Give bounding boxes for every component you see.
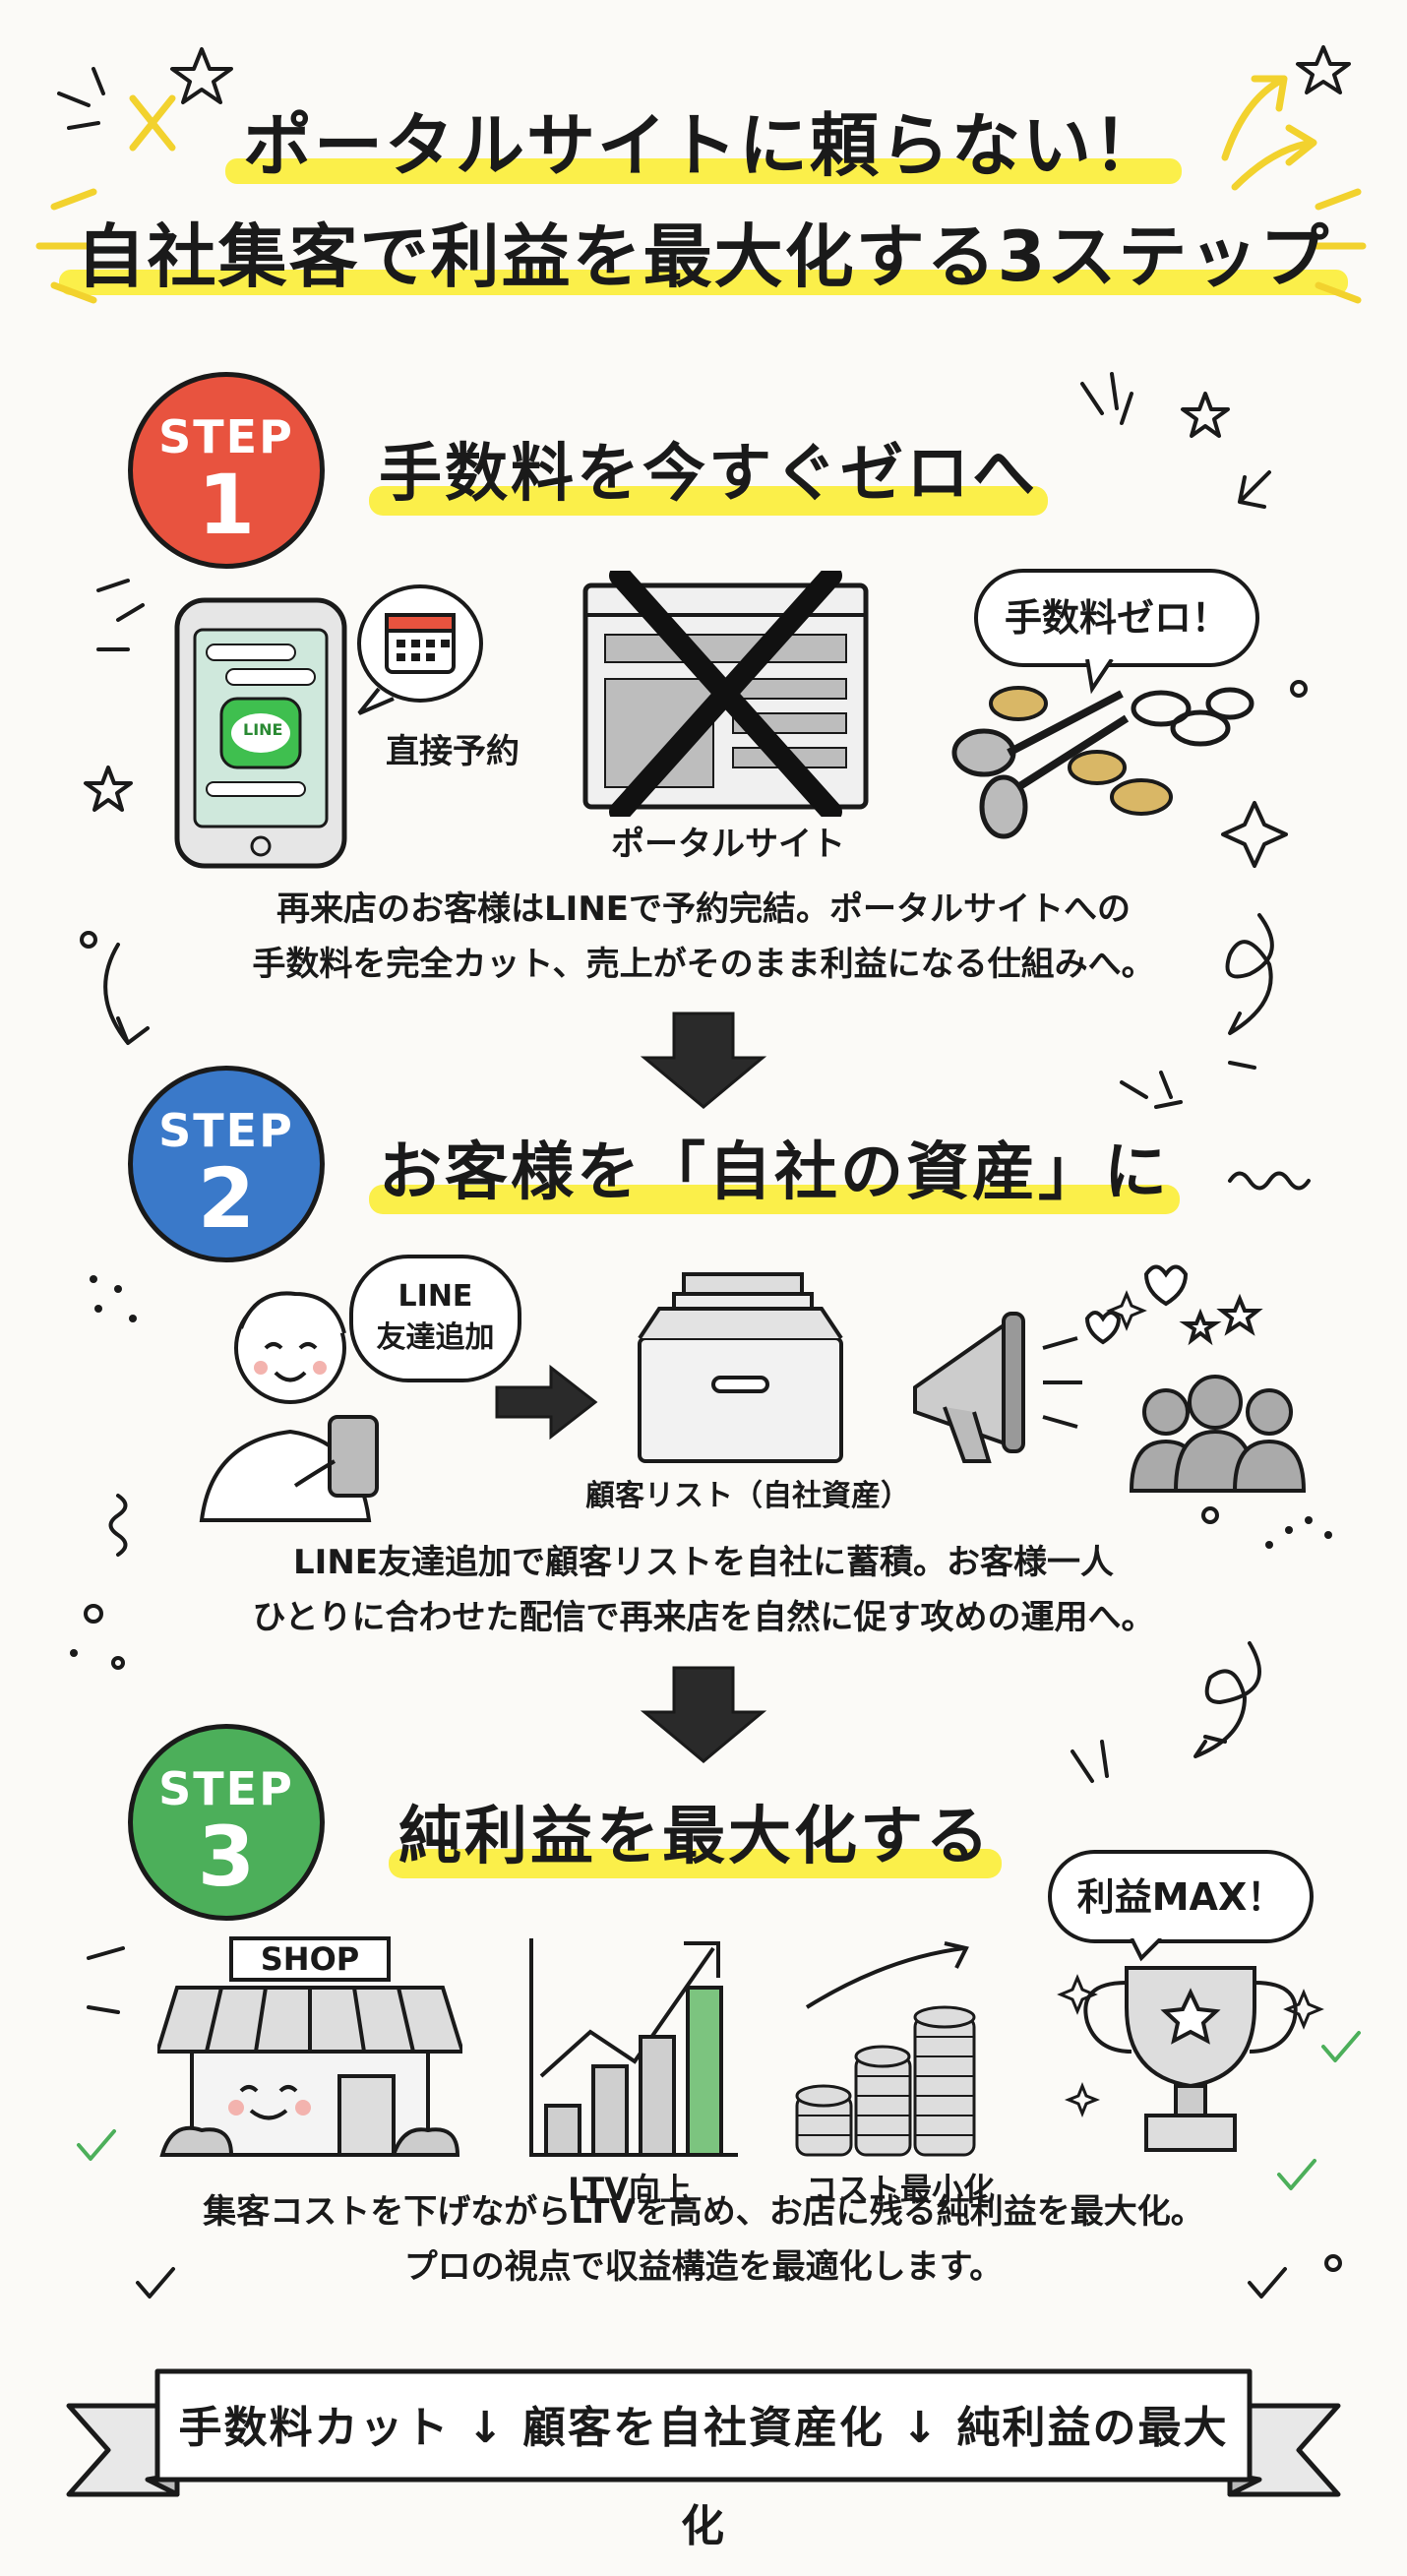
fee-zero-text: 手数料ゼロ！ (1004, 596, 1229, 640)
step-1-description: 再来店のお客様はLINEで予約完結。ポータルサイトへの 手数料を完全カット、売上… (0, 882, 1407, 992)
step-2-description-line-2: ひとりに合わせた配信で再来店を自然に促す攻めの運用へ。 (252, 1598, 1155, 1637)
title-line-1: ポータルサイトに頼らない！ (0, 91, 1407, 190)
step-3-description-line-2: プロの視点で収益構造を最適化します。 (403, 2247, 1004, 2287)
direct-booking-caption: 直接予約 (386, 732, 520, 771)
profit-max-bubble: 利益MAX！ (1048, 1850, 1314, 1943)
shop-icon (157, 1936, 462, 2157)
cost-caption: コスト最小化 (805, 2171, 995, 2208)
step-2-heading-text: お客様を「自社の資産」に (379, 1136, 1170, 1209)
profit-max-text: 利益MAX！ (1076, 1875, 1285, 1919)
decorative-doodles (35, 45, 1367, 2299)
step-3-label: STEP (158, 1762, 294, 1815)
step-2-badge: STEP 2 (128, 1066, 325, 1262)
line-add-friend-text-2: 友達追加 (376, 1320, 495, 1355)
title-line-2: 自社集客で利益を最大化する3ステップ (0, 202, 1407, 301)
step-1-badge: STEP 1 (128, 372, 325, 569)
step-2-number: 2 (197, 1150, 256, 1247)
step-3-heading: 純利益を最大化する (389, 1786, 1002, 1878)
step-3-description-line-1: 集客コストを下げながらLTVを高め、お店に残る純利益を最大化。 (203, 2192, 1204, 2232)
step-1-heading-text: 手数料を今すぐゼロへ (379, 438, 1038, 511)
ltv-bar (544, 2104, 581, 2157)
scissors-cut-chain-icon (951, 686, 1254, 839)
portal-site-crossed-icon (582, 571, 869, 817)
shop-sign: SHOP (260, 1940, 360, 1978)
portal-site-caption: ポータルサイト (611, 825, 845, 864)
step-2-description-line-1: LINE友達追加で顧客リストを自社に蓄積。お客様一人 (293, 1543, 1114, 1582)
fee-zero-bubble: 手数料ゼロ！ (974, 569, 1259, 667)
ribbon-banner (66, 2368, 1341, 2497)
line-badge-text: LINE (243, 720, 283, 739)
smartphone-icon (174, 597, 347, 869)
file-box-icon (638, 1272, 843, 1463)
ribbon-summary-text: 手数料カット ↓ 顧客を自社資産化 ↓ 純利益の最大化 (178, 2403, 1229, 2551)
right-arrow-icon (495, 1364, 598, 1441)
title-line-1-text: ポータルサイトに頼らない！ (225, 91, 1182, 190)
down-arrow-icon (640, 1666, 767, 1763)
trophy-icon (1057, 1938, 1324, 2152)
down-arrow-icon (640, 1012, 767, 1109)
ltv-bar (686, 1986, 723, 2157)
line-add-friend-bubble: LINE 友達追加 (349, 1255, 521, 1382)
ltv-growth-chart-icon (529, 1938, 738, 2157)
megaphone-broadcast-icon (913, 1264, 1307, 1493)
step-2-heading: お客様を「自社の資産」に (369, 1122, 1180, 1214)
ltv-bar (591, 2064, 629, 2157)
line-add-friend-text-1: LINE (398, 1279, 473, 1314)
calendar-icon (357, 584, 483, 715)
step-1-description-line-1: 再来店のお客様はLINEで予約完結。ポータルサイトへの (276, 889, 1131, 929)
step-1-heading: 手数料を今すぐゼロへ (369, 423, 1048, 516)
step-1-label: STEP (158, 410, 294, 463)
title-line-2-text: 自社集客で利益を最大化する3ステップ (58, 202, 1349, 301)
step-2-label: STEP (158, 1104, 294, 1157)
step-1-description-line-2: 手数料を完全カット、売上がそのまま利益になる仕組みへ。 (252, 945, 1155, 984)
coin-stacks-icon (795, 1941, 976, 2157)
bubble-tail-icon (1085, 659, 1114, 695)
step-2-description: LINE友達追加で顧客リストを自社に蓄積。お客様一人 ひとりに合わせた配信で再来… (0, 1535, 1407, 1645)
step-3-heading-text: 純利益を最大化する (398, 1801, 992, 1873)
step-1-number: 1 (197, 457, 256, 553)
customer-list-caption: 顧客リスト（自社資産） (585, 1479, 910, 1513)
step-3-number: 3 (197, 1809, 256, 1905)
ltv-caption: LTV向上 (568, 2171, 692, 2208)
person-with-phone-icon (199, 1291, 379, 1522)
ltv-bar (639, 2035, 676, 2157)
step-3-description: 集客コストを下げながらLTVを高め、お店に残る純利益を最大化。 プロの視点で収益… (0, 2184, 1407, 2295)
step-3-badge: STEP 3 (128, 1724, 325, 1921)
